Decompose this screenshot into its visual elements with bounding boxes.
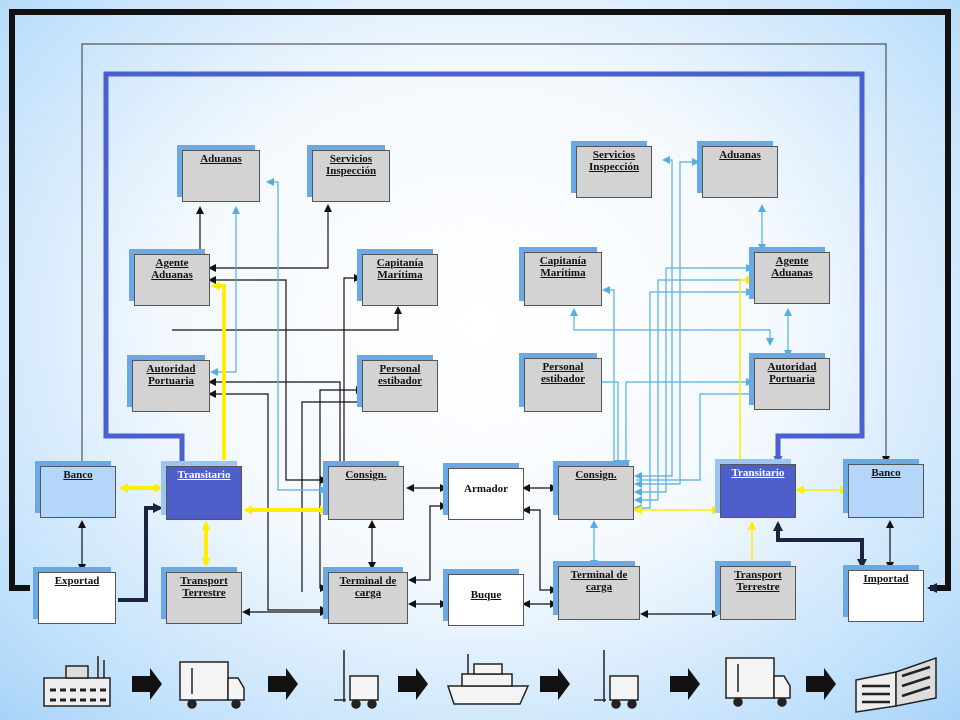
arrow-icon [268, 668, 298, 700]
left-aduanas-box[interactable]: Aduanas [182, 150, 260, 202]
left-transport-terrestre-label: Transport Terrestre [180, 575, 228, 599]
buque-label: Buque [470, 589, 502, 601]
truck-icon [179, 661, 245, 709]
left-transport-terrestre-box[interactable]: Transport Terrestre [166, 572, 242, 624]
importad-label: Importad [863, 573, 909, 585]
arrow-icon [398, 668, 428, 700]
left-autoridad-portuaria-label: Autoridad Portuaria [146, 363, 196, 387]
right-consign-box[interactable]: Consign. [558, 466, 634, 520]
left-personal-estibador-label: Personal estibador [378, 363, 422, 387]
left-autoridad-portuaria-box[interactable]: Autoridad Portuaria [132, 360, 210, 412]
right-servicios-inspeccion-box[interactable]: Servicios Inspección [576, 146, 652, 198]
right-terminal-carga-box[interactable]: Terminal de carga [558, 566, 640, 620]
right-banco-label: Banco [871, 467, 901, 479]
right-autoridad-portuaria-label: Autoridad Portuaria [767, 361, 817, 385]
right-terminal-carga-label: Terminal de carga [570, 569, 628, 593]
right-aduanas-label: Aduanas [719, 149, 761, 161]
arrow-icon [806, 668, 836, 700]
left-terminal-carga-box[interactable]: Terminal de carga [328, 572, 408, 624]
icon-strip [43, 650, 937, 713]
right-transport-terrestre-label: Transport Terrestre [734, 569, 782, 593]
left-agente-aduanas-box[interactable]: Agente Aduanas [134, 254, 210, 306]
right-agente-aduanas-label: Agente Aduanas [771, 255, 813, 279]
right-capitania-maritima-label: Capitanía Marítima [539, 255, 587, 279]
left-banco-label: Banco [63, 469, 93, 481]
left-agente-aduanas-label: Agente Aduanas [151, 257, 193, 281]
arrow-icon [132, 668, 162, 700]
outer-black-frame [9, 9, 951, 593]
right-autoridad-portuaria-box[interactable]: Autoridad Portuaria [754, 358, 830, 410]
left-consign-box[interactable]: Consign. [328, 466, 404, 520]
building-icon [855, 656, 937, 713]
left-consign-label: Consign. [345, 469, 387, 481]
blue-transitario-frame [103, 71, 865, 465]
forklift-icon [334, 650, 379, 709]
truck-icon [725, 657, 791, 707]
right-personal-estibador-box[interactable]: Personal estibador [524, 358, 602, 412]
right-capitania-maritima-box[interactable]: Capitanía Marítima [524, 252, 602, 306]
left-banco-box[interactable]: Banco [40, 466, 116, 518]
left-personal-estibador-box[interactable]: Personal estibador [362, 360, 438, 412]
arrow-icon [670, 668, 700, 700]
left-terminal-carga-label: Terminal de carga [339, 575, 397, 599]
factory-icon [43, 656, 111, 707]
left-aduanas-label: Aduanas [200, 153, 242, 165]
left-transitario-label: Transitario [177, 469, 231, 481]
right-transitario-box[interactable]: Transitario [720, 464, 796, 518]
right-transport-terrestre-box[interactable]: Transport Terrestre [720, 566, 796, 620]
right-aduanas-box[interactable]: Aduanas [702, 146, 778, 198]
buque-box[interactable]: Buque [448, 574, 524, 626]
exportad-label: Exportad [54, 575, 100, 587]
right-transitario-label: Transitario [731, 467, 785, 479]
thin-bank-frame [81, 43, 890, 464]
left-capitania-maritima-label: Capitanía Marítima [376, 257, 424, 281]
armador-box[interactable]: Armador [448, 468, 524, 520]
ship-icon [446, 654, 530, 705]
right-agente-aduanas-box[interactable]: Agente Aduanas [754, 252, 830, 304]
left-servicios-inspeccion-label: Servicios Inspección [325, 153, 377, 177]
right-servicios-inspeccion-label: Servicios Inspección [588, 149, 640, 173]
armador-label: Armador [464, 483, 508, 495]
importad-box[interactable]: Importad [848, 570, 924, 622]
left-servicios-inspeccion-box[interactable]: Servicios Inspección [312, 150, 390, 202]
arrow-icon [540, 668, 570, 700]
exportad-box[interactable]: Exportad [38, 572, 116, 624]
left-capitania-maritima-box[interactable]: Capitanía Marítima [362, 254, 438, 306]
right-consign-label: Consign. [575, 469, 617, 481]
right-personal-estibador-label: Personal estibador [541, 361, 585, 385]
left-transitario-box[interactable]: Transitario [166, 466, 242, 520]
forklift-icon [594, 650, 639, 709]
right-banco-box[interactable]: Banco [848, 464, 924, 518]
